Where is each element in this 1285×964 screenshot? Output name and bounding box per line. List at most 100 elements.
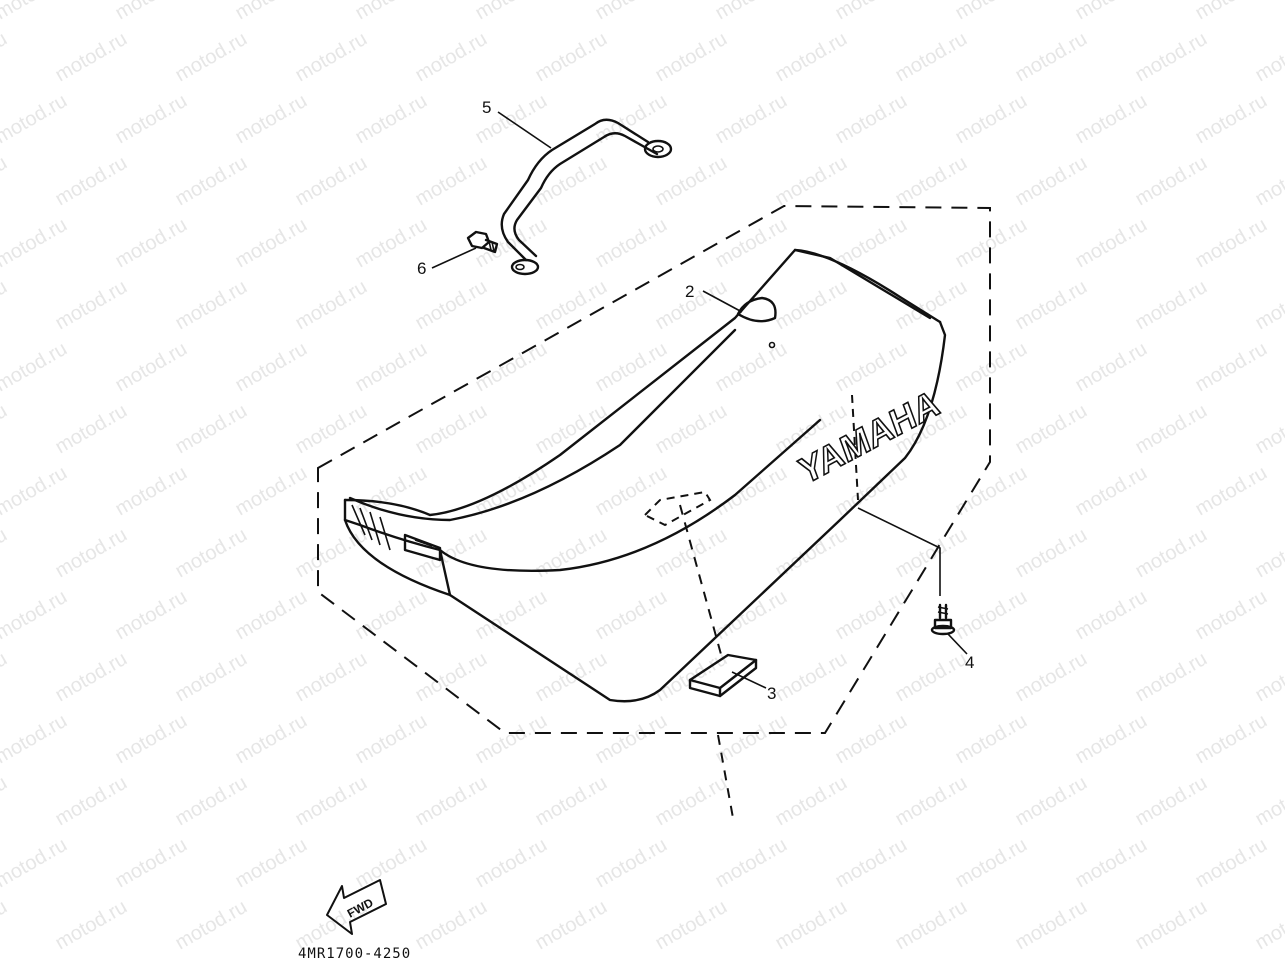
assembly-boundary <box>317 204 991 734</box>
watermark-text: motod.ru <box>1072 0 1151 24</box>
watermark-text: motod.ru <box>1132 276 1211 335</box>
watermark-text: motod.ru <box>352 338 431 397</box>
watermark-text: motod.ru <box>712 462 791 521</box>
watermark-text: motod.ru <box>412 400 491 459</box>
watermark-text: motod.ru <box>1192 214 1271 273</box>
watermark-text: motod.ru <box>0 834 71 893</box>
watermark-text: motod.ru <box>532 28 611 87</box>
watermark-text: motod.ru <box>112 710 191 769</box>
watermark-text: motod.ru <box>0 710 71 769</box>
watermark-text: motod.ru <box>652 152 731 211</box>
watermark-text: motod.ru <box>1072 462 1151 521</box>
watermark-text: motod.ru <box>412 772 491 831</box>
watermark-text: motod.ru <box>112 834 191 893</box>
watermark-text: motod.ru <box>1192 0 1271 24</box>
watermark-text: motod.ru <box>0 338 71 397</box>
callout-2: 2 <box>685 282 694 301</box>
watermark-text: motod.ru <box>472 834 551 893</box>
watermark-text: motod.ru <box>1192 834 1271 893</box>
watermark-text: motod.ru <box>592 834 671 893</box>
watermark-text: motod.ru <box>1072 214 1151 273</box>
watermark-text: motod.ru <box>52 276 131 335</box>
watermark-text: motod.ru <box>0 772 11 831</box>
grab-bar-part <box>500 118 673 276</box>
watermark-text: motod.ru <box>1012 276 1091 335</box>
watermark-text: motod.ru <box>472 214 551 273</box>
watermark-text: motod.ru <box>172 772 251 831</box>
callout-4: 4 <box>965 653 974 672</box>
watermark-text: motod.ru <box>892 28 971 87</box>
watermark-text: motod.ru <box>1072 834 1151 893</box>
watermark-text: motod.ru <box>232 338 311 397</box>
watermark-text: motod.ru <box>712 338 791 397</box>
watermark-text: motod.ru <box>292 400 371 459</box>
watermark-text: motod.ru <box>352 0 431 24</box>
watermark-text: motod.ru <box>1132 28 1211 87</box>
watermark-text: motod.ru <box>172 152 251 211</box>
watermark-text: motod.ru <box>292 772 371 831</box>
watermark-text: motod.ru <box>832 90 911 149</box>
watermark-text: motod.ru <box>712 0 791 24</box>
watermark-text: motod.ru <box>0 152 11 211</box>
watermark-text: motod.ru <box>1132 152 1211 211</box>
watermark-text: motod.ru <box>1192 710 1271 769</box>
watermark-text: motod.ru <box>772 772 851 831</box>
watermark-text: motod.ru <box>0 214 71 273</box>
watermark-text: motod.ru <box>1132 400 1211 459</box>
watermark-text: motod.ru <box>952 90 1031 149</box>
watermark-text: motod.ru <box>832 834 911 893</box>
leader-lines <box>431 111 968 819</box>
watermark-text: motod.ru <box>0 648 11 707</box>
watermark-text: motod.ru <box>892 524 971 583</box>
watermark-text: motod.ru <box>952 0 1031 24</box>
watermark-text: motod.ru <box>1252 896 1285 955</box>
watermark-text: motod.ru <box>232 214 311 273</box>
watermark-text: motod.ru <box>0 586 71 645</box>
watermark-text: motod.ru <box>592 462 671 521</box>
watermark-text: motod.ru <box>1252 648 1285 707</box>
callout-3: 3 <box>767 684 776 703</box>
watermark-text: motod.ru <box>412 648 491 707</box>
watermark-text: motod.ru <box>1012 152 1091 211</box>
watermark-text: motod.ru <box>412 152 491 211</box>
watermark-text: motod.ru <box>232 462 311 521</box>
watermark-text: motod.ru <box>532 524 611 583</box>
watermark-text: motod.ru <box>1012 400 1091 459</box>
watermark-text: motod.ru <box>112 90 191 149</box>
watermark-text: motod.ru <box>412 896 491 955</box>
watermark-text: motod.ru <box>832 214 911 273</box>
callout-6: 6 <box>417 259 426 278</box>
watermark-text: motod.ru <box>0 28 11 87</box>
watermark-text: motod.ru <box>1012 896 1091 955</box>
watermark-text: motod.ru <box>172 400 251 459</box>
watermark-text: motod.ru <box>0 0 71 24</box>
watermark-text: motod.ru <box>0 462 71 521</box>
watermark-text: motod.ru <box>1132 648 1211 707</box>
watermark-text: motod.ru <box>892 896 971 955</box>
watermark-text: motod.ru <box>652 400 731 459</box>
watermark-text: motod.ru <box>1012 648 1091 707</box>
watermark-text: motod.ru <box>412 28 491 87</box>
watermark-text: motod.ru <box>592 586 671 645</box>
diagram-code: 4MR1700-4250 <box>298 946 411 962</box>
watermark-text: motod.ru <box>52 400 131 459</box>
watermark-text: motod.ru <box>592 338 671 397</box>
watermark-text: motod.ru <box>352 586 431 645</box>
watermark-text: motod.ru <box>1072 90 1151 149</box>
watermark-text: motod.ru <box>652 648 731 707</box>
watermark-text: motod.ru <box>952 462 1031 521</box>
watermark-text: motod.ru <box>532 400 611 459</box>
watermark-text: motod.ru <box>232 586 311 645</box>
watermark-text: motod.ru <box>652 28 731 87</box>
watermark-text: motod.ru <box>52 524 131 583</box>
watermark-text: motod.ru <box>532 896 611 955</box>
watermark-text: motod.ru <box>292 648 371 707</box>
watermark-text: motod.ru <box>0 524 11 583</box>
watermark-text: motod.ru <box>892 772 971 831</box>
watermark-text: motod.ru <box>772 28 851 87</box>
watermark-text: motod.ru <box>952 214 1031 273</box>
watermark-text: motod.ru <box>1252 400 1285 459</box>
watermark-text: motod.ru <box>1192 90 1271 149</box>
